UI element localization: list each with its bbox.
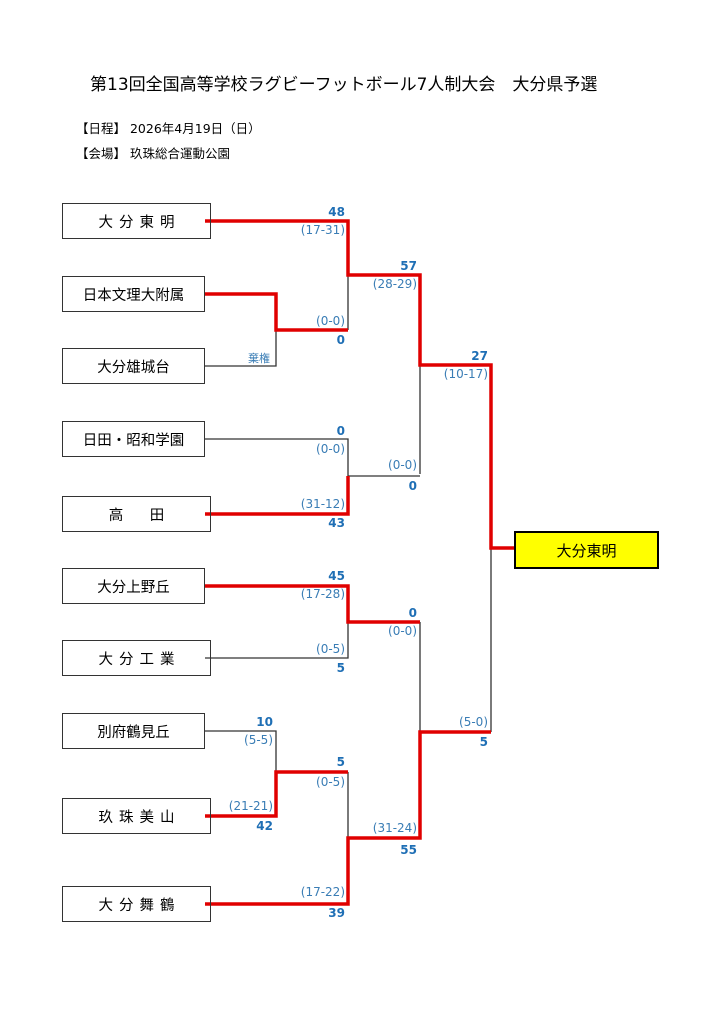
half-score: (0-5) — [316, 775, 345, 789]
half-score: (17-22) — [300, 885, 345, 899]
half-score: (17-28) — [300, 587, 345, 601]
score: 0 — [336, 333, 345, 347]
half-score: (0-0) — [388, 458, 417, 472]
half-score: (28-29) — [372, 277, 417, 291]
half-score: (0-5) — [316, 642, 345, 656]
page-title: 第13回全国高等学校ラグビーフットボール7人制大会 大分県予選 — [90, 75, 598, 95]
winning-lines — [205, 219, 514, 906]
team-box: 大分舞鶴 — [62, 886, 211, 922]
half-score: (5-0) — [459, 715, 488, 729]
half-score: (5-5) — [244, 733, 273, 747]
score: 55 — [400, 843, 417, 857]
score: 0 — [408, 606, 417, 620]
score: 0 — [336, 424, 345, 438]
team-box: 大分工業 — [62, 640, 211, 676]
score: 5 — [336, 661, 345, 675]
half-score: (0-0) — [316, 314, 345, 328]
forfeit-label: 棄権 — [248, 352, 270, 365]
score: 39 — [328, 906, 345, 920]
half-score: (0-0) — [316, 442, 345, 456]
team-box: 別府鶴見丘 — [62, 713, 205, 749]
score: 5 — [336, 755, 345, 769]
score: 43 — [328, 516, 345, 530]
half-score: (10-17) — [443, 367, 488, 381]
half-score: (0-0) — [388, 624, 417, 638]
team-box: 日本文理大附属 — [62, 276, 205, 312]
team-box: 大分東明 — [62, 203, 211, 239]
half-score: (31-24) — [372, 821, 417, 835]
half-score: (21-21) — [228, 799, 273, 813]
score: 10 — [256, 715, 273, 729]
team-box: 高 田 — [62, 496, 211, 532]
schedule: 【日程】 2026年4月19日（日） — [76, 121, 261, 136]
champion-box: 大分東明 — [514, 531, 659, 569]
half-score: (31-12) — [300, 497, 345, 511]
score: 42 — [256, 819, 273, 833]
half-score: (17-31) — [300, 223, 345, 237]
score: 27 — [471, 349, 488, 363]
team-box: 大分雄城台 — [62, 348, 205, 384]
team-box: 玖珠美山 — [62, 798, 211, 834]
losing-lines — [205, 275, 492, 838]
venue: 【会場】 玖珠総合運動公園 — [76, 146, 230, 161]
score: 0 — [408, 479, 417, 493]
score: 48 — [328, 205, 345, 219]
team-box: 日田・昭和学園 — [62, 421, 205, 457]
score: 45 — [328, 569, 345, 583]
score: 5 — [479, 735, 488, 749]
team-box: 大分上野丘 — [62, 568, 205, 604]
score: 57 — [400, 259, 417, 273]
